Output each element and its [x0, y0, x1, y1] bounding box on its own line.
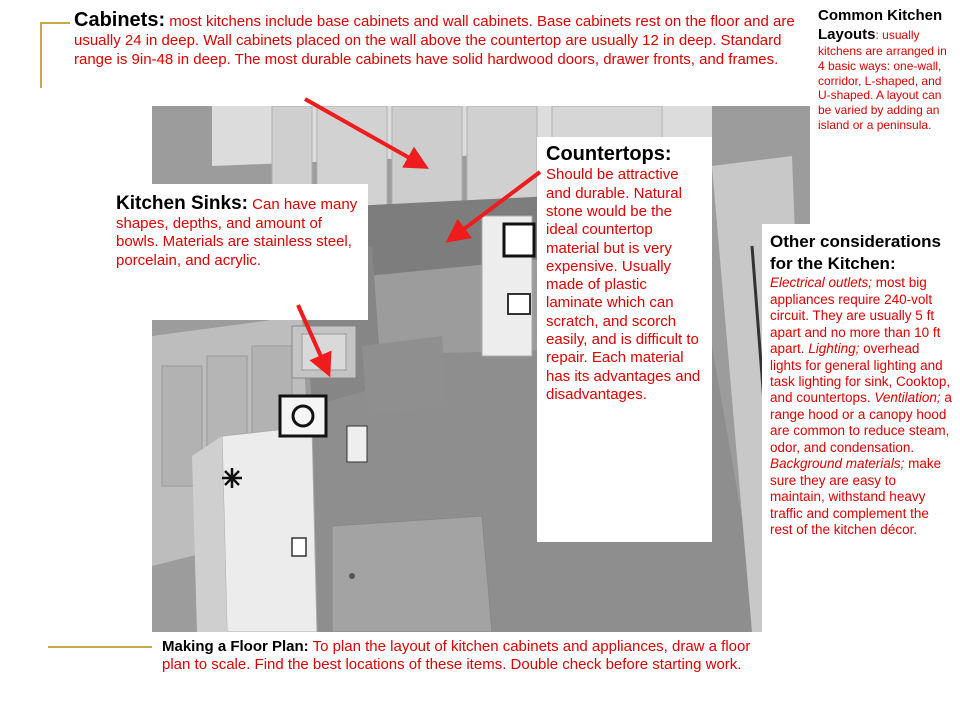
countertops-heading: Countertops:: [546, 143, 672, 165]
floor-plan-heading: Making a Floor Plan:: [162, 638, 309, 655]
other-considerations-note: Other considerations for the Kitchen: El…: [762, 224, 958, 720]
electrical-label: Electrical outlets;: [770, 275, 873, 291]
background-label: Background materials;: [770, 456, 905, 472]
floor-plan-body: To plan the layout of kitchen cabinets a…: [162, 638, 751, 674]
sinks-heading: Kitchen Sinks:: [116, 193, 248, 214]
cabinets-body: most kitchens include base cabinets and …: [74, 13, 795, 68]
electrical-text: most big appliances require 240-volt cir…: [770, 275, 941, 357]
layouts-body: : usually kitchens are arranged in 4 bas…: [818, 28, 947, 132]
cabinets-heading: Cabinets:: [74, 9, 166, 31]
other-body: Electrical outlets; most big appliances …: [770, 275, 954, 539]
background-text: make sure they are easy to maintain, wit…: [770, 456, 942, 538]
sinks-body: Can have many shapes, depths, and amount…: [116, 196, 358, 269]
sinks-note: Kitchen Sinks: Can have many shapes, dep…: [106, 184, 368, 320]
top-left-accent-horizontal: [40, 22, 70, 24]
lighting-label: Lighting;: [808, 341, 860, 357]
bottom-left-accent-horizontal: [48, 646, 152, 648]
top-left-accent-vertical: [40, 22, 42, 88]
lighting-text: overhead lights for general lighting and…: [770, 341, 951, 406]
layouts-note: Common Kitchen Layouts: usually kitchens…: [818, 6, 956, 133]
ventilation-text: a range hood or a canopy hood are common…: [770, 390, 952, 455]
ventilation-label: Ventilation;: [874, 390, 941, 406]
layouts-heading: Common Kitchen Layouts: [818, 7, 943, 44]
countertops-note: Countertops: Should be attractive and du…: [537, 137, 712, 542]
floor-plan-note: Making a Floor Plan: To plan the layout …: [162, 638, 752, 675]
countertops-body: Should be attractive and durable. Natura…: [546, 166, 701, 403]
cabinets-note: Cabinets: most kitchens include base cab…: [74, 8, 814, 69]
other-heading: Other considerations for the Kitchen:: [770, 232, 941, 274]
